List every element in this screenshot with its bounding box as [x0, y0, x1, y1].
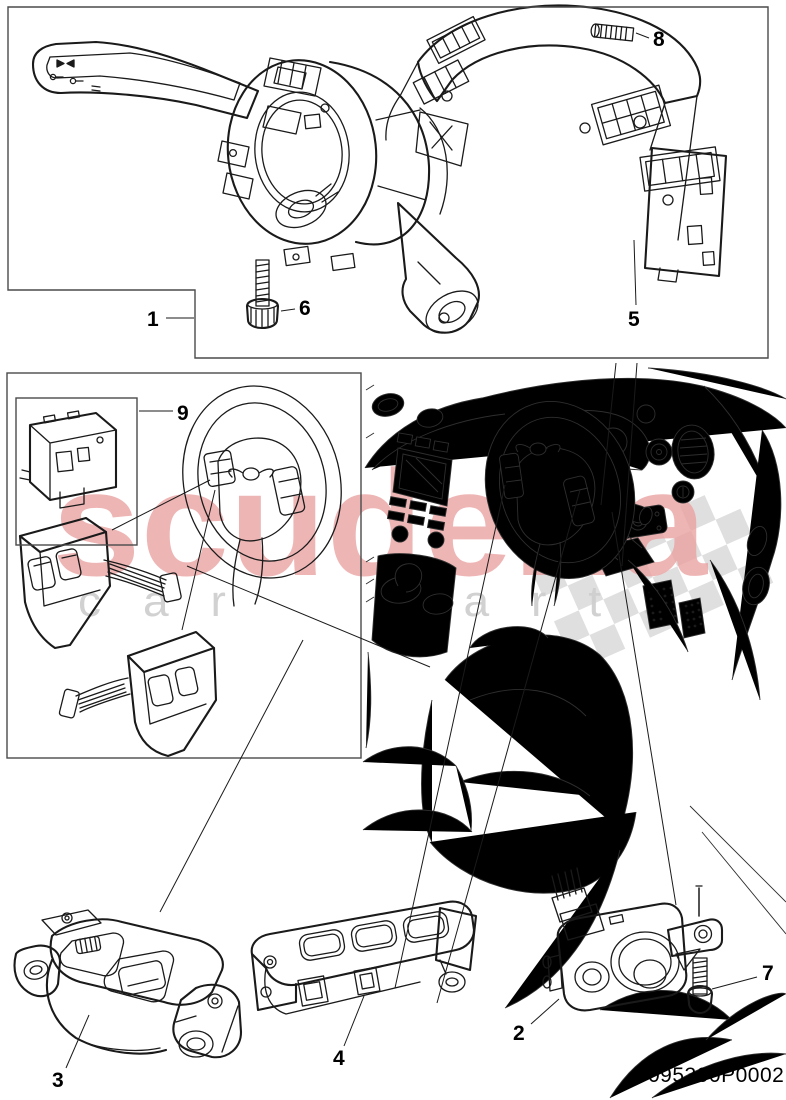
- callout-5: 5: [628, 308, 640, 331]
- frame-kit: [6, 372, 362, 759]
- screw-6: [245, 259, 280, 330]
- callout-4: 4: [333, 1047, 345, 1070]
- mirror-switch-2: [542, 867, 724, 1012]
- diagram-frames: [6, 6, 769, 759]
- bentley-logo-icon: [515, 442, 561, 456]
- steering-wheel-switch-kit: [18, 385, 342, 758]
- callout-3: 3: [52, 1069, 64, 1092]
- part-number: 095300P0002: [648, 1064, 784, 1087]
- pedal-dots: [648, 586, 703, 629]
- kit-module: [19, 410, 118, 509]
- switch-strip-4: [250, 900, 478, 1015]
- turn-signal-stalk: [31, 40, 260, 120]
- mounting-bracket: [385, 4, 721, 241]
- callout-2: 2: [513, 1022, 525, 1045]
- column-module: [643, 146, 728, 283]
- frame-kit-module: [15, 397, 138, 546]
- clock-spring: [217, 57, 469, 272]
- switch-pod-a: [18, 516, 182, 650]
- callout-6: 6: [299, 297, 311, 320]
- frame-top-assembly: [7, 6, 769, 359]
- leader-lines: [65, 32, 758, 1069]
- screw-7: [686, 957, 714, 1015]
- steering-column-switch-assembly: [31, 4, 728, 334]
- wiper-stalk: [396, 201, 480, 334]
- callout-9: 9: [177, 402, 189, 425]
- kit-steering-wheel: [182, 385, 342, 607]
- switch-bank-3: [13, 909, 243, 1059]
- bottom-switch-parts: [13, 867, 724, 1059]
- bentley-logo-icon: [228, 467, 274, 481]
- callout-1: 1: [147, 308, 159, 331]
- callout-7: 7: [762, 962, 774, 985]
- tagline-watermark-text: car parts: [78, 577, 708, 626]
- callout-8: 8: [653, 28, 665, 51]
- switch-pod-b: [58, 630, 218, 758]
- car-interior-illustration: [362, 367, 786, 1099]
- screw-8: [590, 23, 635, 42]
- callout-labels: 1 2 3 4 5 6 7 8 9: [52, 28, 774, 1092]
